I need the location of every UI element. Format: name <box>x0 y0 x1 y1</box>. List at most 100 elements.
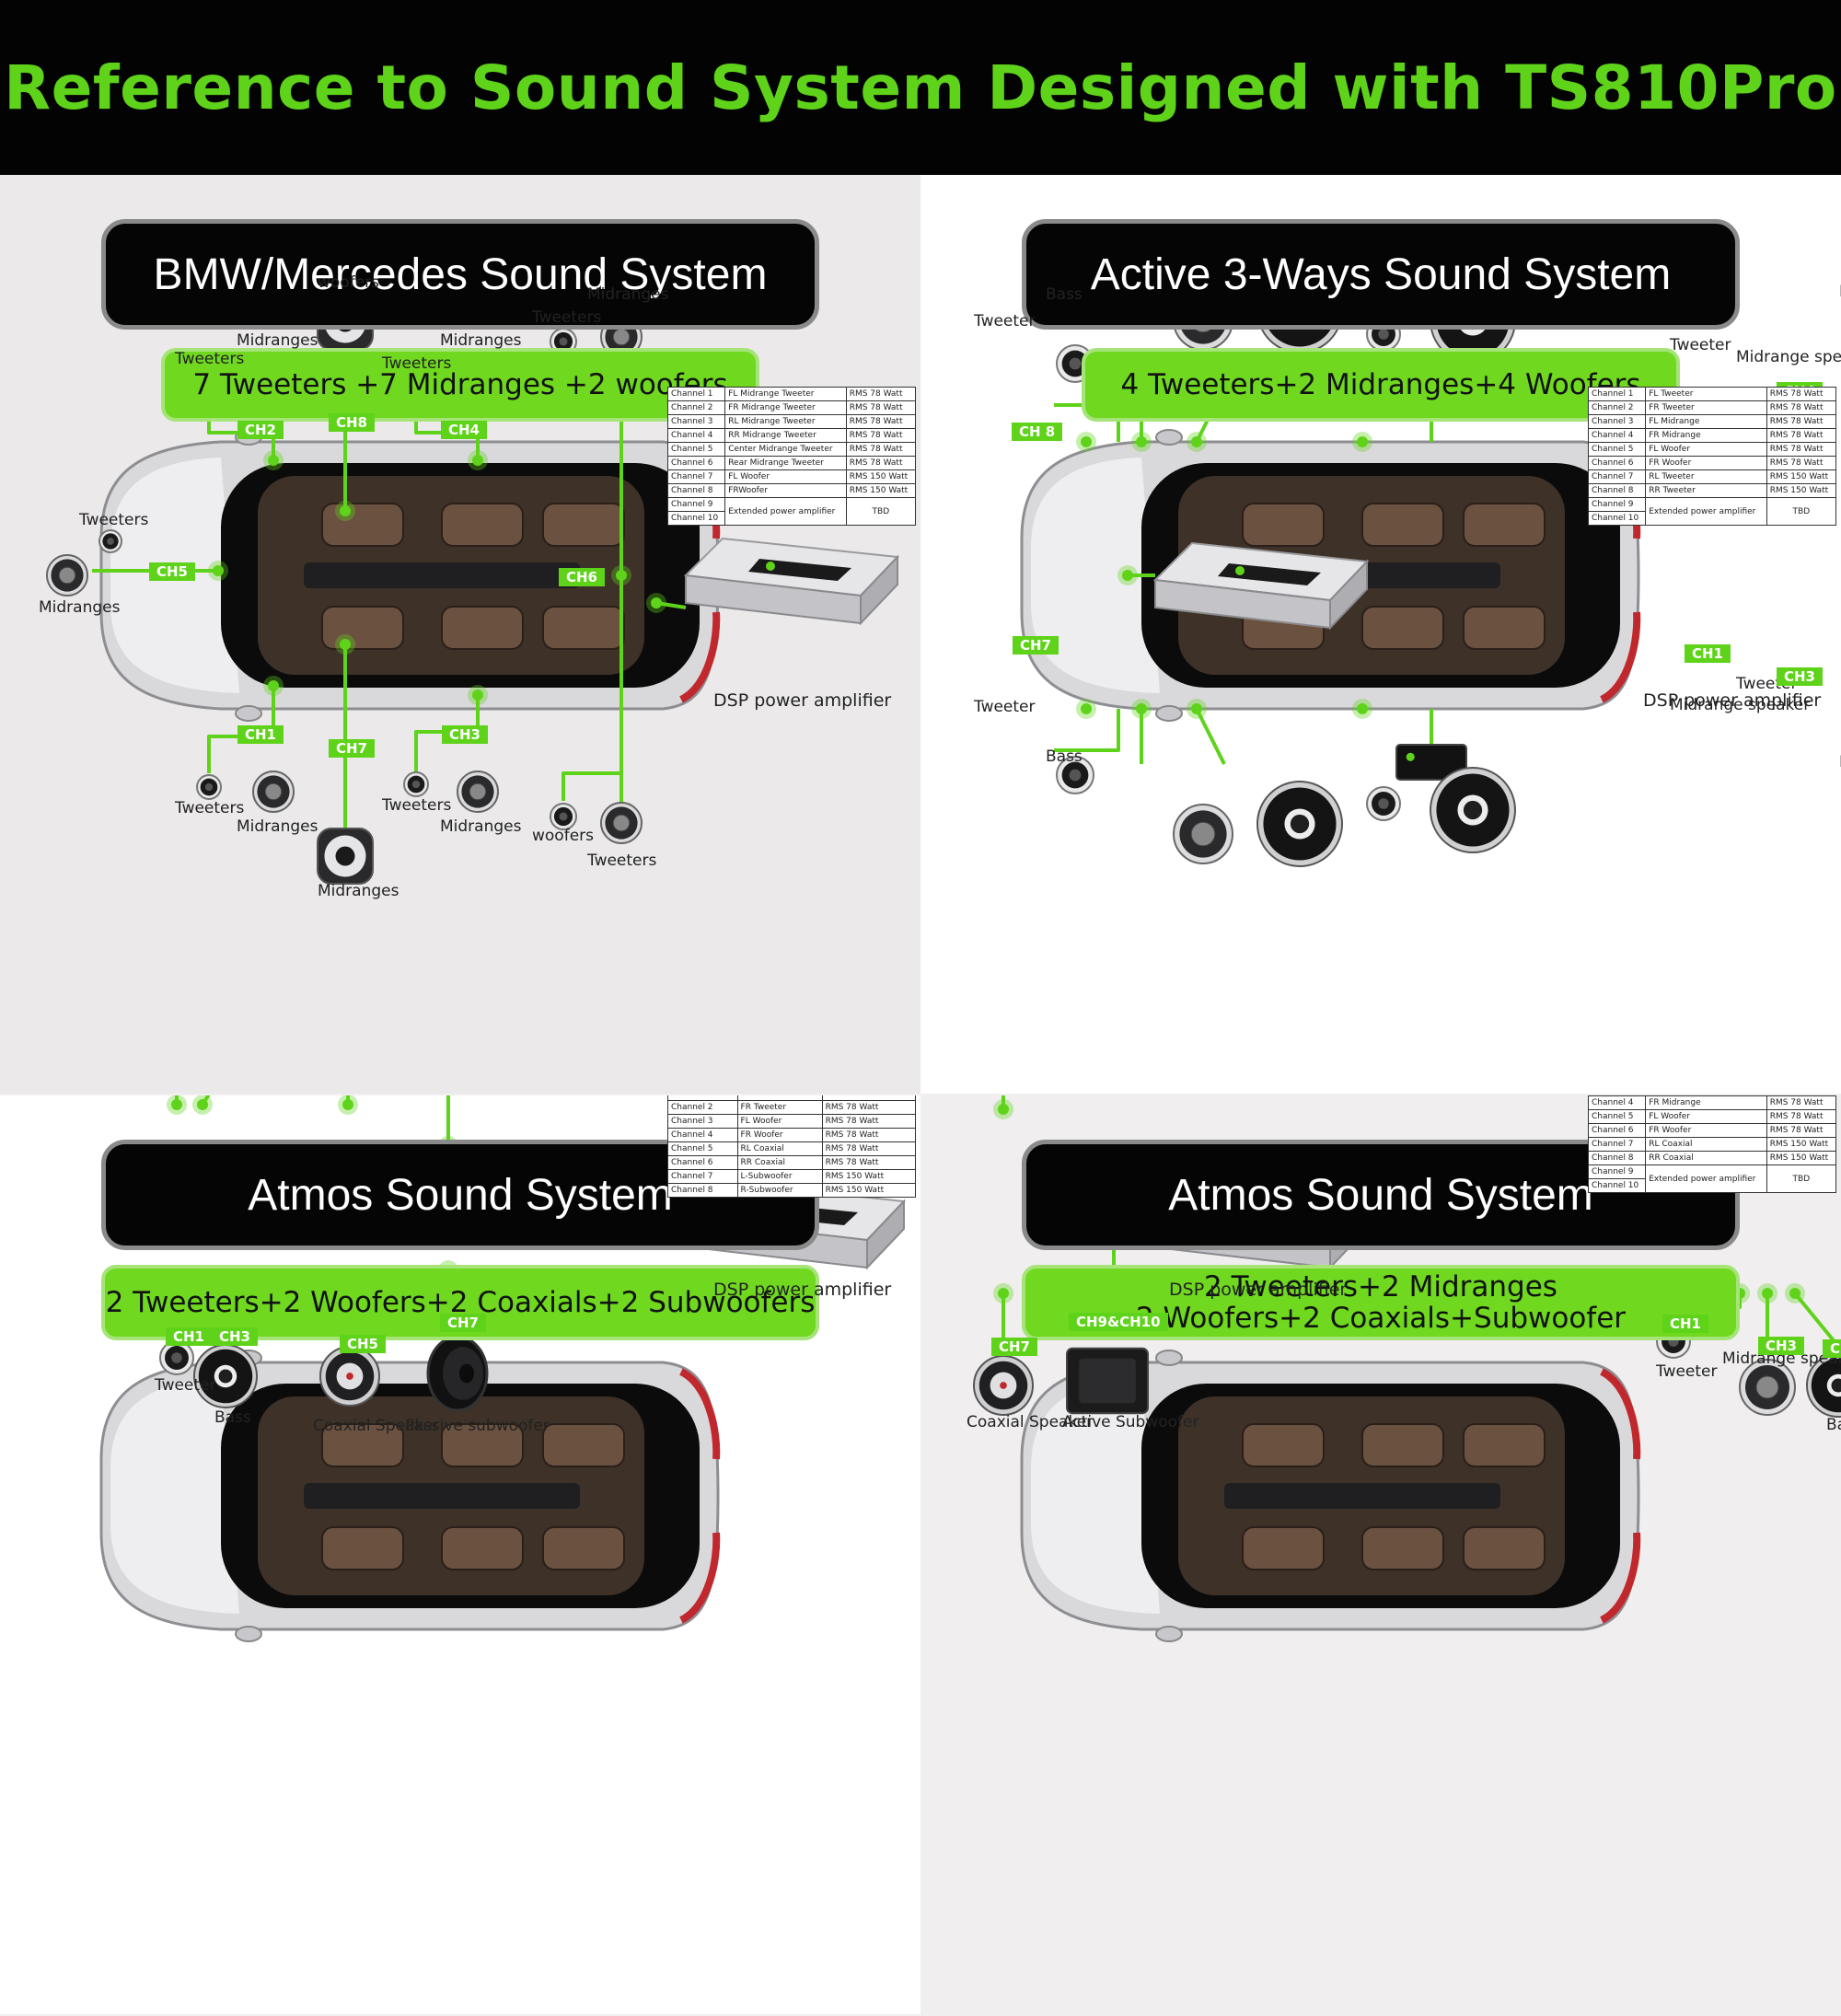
dsp-amplifier-label: DSP power amplifier <box>1643 690 1822 711</box>
tweeter-speaker-icon <box>550 803 577 830</box>
channel-badge: CH1 <box>1685 644 1731 663</box>
table-row: Channel 10 <box>1587 511 1836 526</box>
table-cell: Channel 9 <box>666 497 726 512</box>
speaker-position-dot <box>1785 1283 1805 1303</box>
table-cell: FR Woofer <box>736 1128 823 1142</box>
table-cell: FR Midrange Tweeter <box>724 400 847 415</box>
wire-line <box>201 1095 211 1106</box>
speaker-label: Tweeters <box>175 350 245 368</box>
table-cell: FL Woofer <box>736 1114 823 1129</box>
table-cell: Channel 4 <box>1587 1095 1647 1110</box>
speaker-position-dot <box>335 501 355 521</box>
table-cell: Channel 6 <box>1587 1123 1647 1138</box>
table-cell: FR Tweeter <box>736 1100 823 1115</box>
coax-speaker-icon <box>973 1355 1034 1416</box>
table-cell: Channel 7 <box>1587 469 1647 484</box>
speaker-position-dot <box>468 685 488 705</box>
table-cell: RL Coaxial <box>736 1141 823 1156</box>
speaker-label: Tweeter <box>974 312 1036 330</box>
table-cell: Channel 8 <box>666 483 726 498</box>
table-cell: RMS 78 Watt <box>845 414 917 429</box>
table-cell: RR Coaxial <box>1645 1151 1767 1165</box>
table-cell: RMS 78 Watt <box>1766 1095 1837 1110</box>
table-cell: Channel 3 <box>1587 414 1647 429</box>
table-cell: RMS 150 Watt <box>1766 1151 1837 1165</box>
table-cell: RMS 78 Watt <box>845 428 917 443</box>
table-cell: RR Midrange Tweeter <box>724 428 847 443</box>
channel-badge: CH8 <box>329 413 375 432</box>
panel-subtitle: 4 Tweeters+2 Midranges+4 Woofers <box>1082 348 1680 422</box>
table-cell: RMS 78 Watt <box>821 1114 917 1129</box>
module-speaker-icon <box>1395 744 1467 781</box>
bass-speaker-icon <box>1806 1353 1841 1418</box>
table-cell: Channel 2 <box>1587 400 1647 415</box>
table-cell: RMS 150 Watt <box>821 1183 917 1198</box>
channel-badge: CH5 <box>340 1335 386 1353</box>
table-cell: Channel 7 <box>1587 1137 1647 1152</box>
table-cell: Channel 3 <box>667 1114 738 1129</box>
table-cell: Channel 4 <box>666 428 726 443</box>
channel-badge: CH 8 <box>1012 423 1063 441</box>
channel-badge: CH7 <box>329 739 375 758</box>
speaker-label: Tweeters <box>175 799 245 817</box>
table-cell: RMS 78 Watt <box>845 442 917 457</box>
channel-badge: CH7 <box>991 1338 1037 1356</box>
table-cell: Channel 4 <box>1587 428 1647 443</box>
table-cell: RMS 78 Watt <box>1766 414 1837 429</box>
speaker-position-dot <box>1076 432 1096 452</box>
speaker-label: Bass <box>1826 1416 1841 1434</box>
table-cell: RMS 78 Watt <box>1766 387 1837 401</box>
subtitle-line: 2 Tweeters+2 Midranges <box>1204 1270 1557 1303</box>
table-cell: RMS 150 Watt <box>845 483 917 498</box>
mid-speaker-icon <box>1739 1359 1796 1416</box>
speaker-label: Midranges <box>237 817 318 836</box>
table-cell: Channel 4 <box>667 1128 738 1142</box>
speaker-label: Tweeter <box>974 698 1036 716</box>
sub-speaker-icon <box>426 1335 489 1412</box>
table-cell: Channel 6 <box>666 456 726 470</box>
table-cell: Channel 1 <box>666 387 726 401</box>
page-title: Reference to Sound System Designed with … <box>4 52 1837 123</box>
speaker-label: Passive subwoofer <box>405 1417 550 1435</box>
panel-atmos-1: Atmos Sound System 2 Tweeters+2 Woofers+… <box>0 1095 920 2014</box>
speaker-position-dot <box>1076 699 1096 719</box>
speaker-label: Midrange speaker <box>1736 348 1841 366</box>
table-cell: Channel 5 <box>666 442 726 457</box>
speaker-label: Tweeters <box>382 354 452 373</box>
speaker-label: Tweeters <box>79 511 149 529</box>
table-cell: FL Woofer <box>1645 442 1767 457</box>
wire-line <box>1054 709 1120 752</box>
woofer-speaker-icon <box>317 828 374 885</box>
speaker-position-dot <box>1131 699 1152 719</box>
table-cell: RMS 78 Watt <box>821 1155 917 1170</box>
tweeter-speaker-icon <box>403 771 429 797</box>
dsp-amplifier-label: DSP power amplifier <box>713 690 892 711</box>
speaker-label: Bass <box>1839 283 1841 301</box>
speaker-label: Tweeters <box>587 852 657 870</box>
table-cell: RMS 78 Watt <box>821 1128 917 1142</box>
speaker-label: Midranges <box>39 598 121 617</box>
mid-speaker-icon <box>1173 804 1233 864</box>
table-cell: Channel 5 <box>1587 1109 1647 1124</box>
table-cell: Channel 5 <box>1587 442 1647 457</box>
dsp-amplifier <box>683 537 900 626</box>
speaker-position-dot <box>1187 432 1207 452</box>
speaker-label: Midrange speaker <box>1722 1350 1841 1368</box>
bass-speaker-icon <box>1430 767 1516 853</box>
table-cell: Channel 6 <box>1587 456 1647 470</box>
speaker-label: Midranges <box>318 882 399 900</box>
